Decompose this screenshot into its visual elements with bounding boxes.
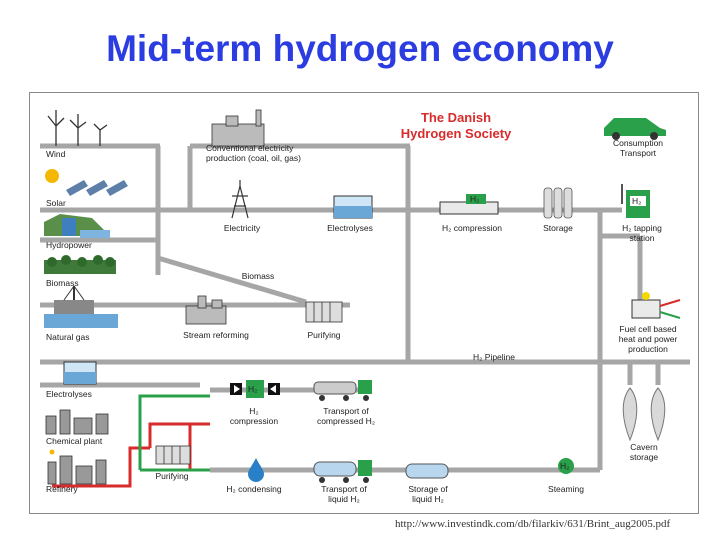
compression-arrows-icon: H₂ [230,380,280,398]
diagram-frame [29,92,699,514]
solar-icon [45,169,128,196]
label-natural-gas: Natural gas [46,332,89,342]
label-fuel-cell-2: heat and power [619,334,678,344]
label-steaming: Steaming [548,484,584,494]
label-wind: Wind [46,149,66,159]
label-storage-liquid-1: Storage of [408,484,448,494]
label-purifying: Purifying [307,330,340,340]
label-conventional-2: production (coal, oil, gas) [206,153,301,163]
label-transport-compressed-2: compressed H₂ [317,416,375,426]
label-fuel-cell-3: production [628,344,668,354]
label-cavern-2: storage [630,452,659,462]
electrolyses-source-icon [63,361,97,385]
label-biomass-source: Biomass [46,278,79,288]
label-chemical-plant: Chemical plant [46,436,103,446]
car-icon [604,118,666,140]
label-h2-compression: H₂ compression [442,223,502,233]
electrolyser-icon [333,195,373,219]
purifier-icon [305,301,343,323]
label-consumption-1: Consumption [613,138,663,148]
fuel-cell-icon [631,292,681,319]
label-consumption-2: Transport [620,148,657,158]
purifier-2-icon [155,445,191,465]
label-electrolyses: Electrolyses [327,223,373,233]
natural-gas-icon [44,285,118,328]
label-cavern-1: Cavern [630,442,658,452]
label-conventional-1: Conventional electricity [206,143,294,153]
power-plant-icon [211,109,265,147]
label-h2-compression-2b: compression [230,416,278,426]
wind-icon [47,110,108,146]
label-transport-liquid-2: liquid H₂ [328,494,360,504]
label-refinery: Refinery [46,484,78,494]
label-transport-compressed-1: Transport of [323,406,369,416]
publisher-line-2: Hydrogen Society [401,126,512,141]
label-transport-liquid-1: Transport of [321,484,367,494]
tapping-station-icon: H₂ [621,184,650,218]
label-storage-liquid-2: liquid H₂ [412,494,444,504]
label-purifying-2: Purifying [155,471,188,481]
label-tapping-station-2: station [629,233,654,243]
green-route [138,394,210,472]
storage-tanks-icon [543,187,573,219]
pylon-icon [231,180,249,219]
label-fuel-cell-1: Fuel cell based [619,324,676,334]
h2-badge-compression: H₂ [248,384,257,394]
publisher-line-1: The Danish [421,110,491,125]
label-stream-reforming: Stream reforming [183,330,249,340]
liquid-truck-icon [313,460,372,483]
label-solar: Solar [46,198,66,208]
droplet-icon [248,458,264,482]
label-electrolyses-source: Electrolyses [46,389,92,399]
compressor-icon: H₂ [439,194,499,215]
source-url: http://www.investindk.com/db/filarkiv/63… [395,518,671,530]
label-tapping-station-1: H₂ tapping [622,223,662,233]
h2-badge-steaming: H₂ [560,461,569,471]
slide-title: Mid-term hydrogen economy [106,28,614,69]
label-h2-condensing: H₂ condensing [226,484,282,494]
chemical-plant-icon [45,409,109,435]
hydropower-icon [44,214,110,238]
liquid-storage-icon [405,463,449,479]
label-biomass-node: Biomass [242,271,275,281]
label-hydropower: Hydropower [46,240,92,250]
biomass-icon [44,255,116,274]
label-electricity: Electricity [224,223,261,233]
label-storage: Storage [543,223,573,233]
reformer-icon [185,295,227,325]
steaming-icon: H₂ [558,458,574,474]
label-h2-pipeline: H₂ Pipeline [473,352,515,362]
h2-badge-station: H₂ [632,196,641,206]
label-h2-compression-2a: H₂ [249,406,258,416]
refinery-icon [47,449,107,485]
cavern-storage-icon [622,387,666,442]
h2-badge-compressor: H₂ [470,194,479,204]
compressed-truck-icon [313,380,372,401]
